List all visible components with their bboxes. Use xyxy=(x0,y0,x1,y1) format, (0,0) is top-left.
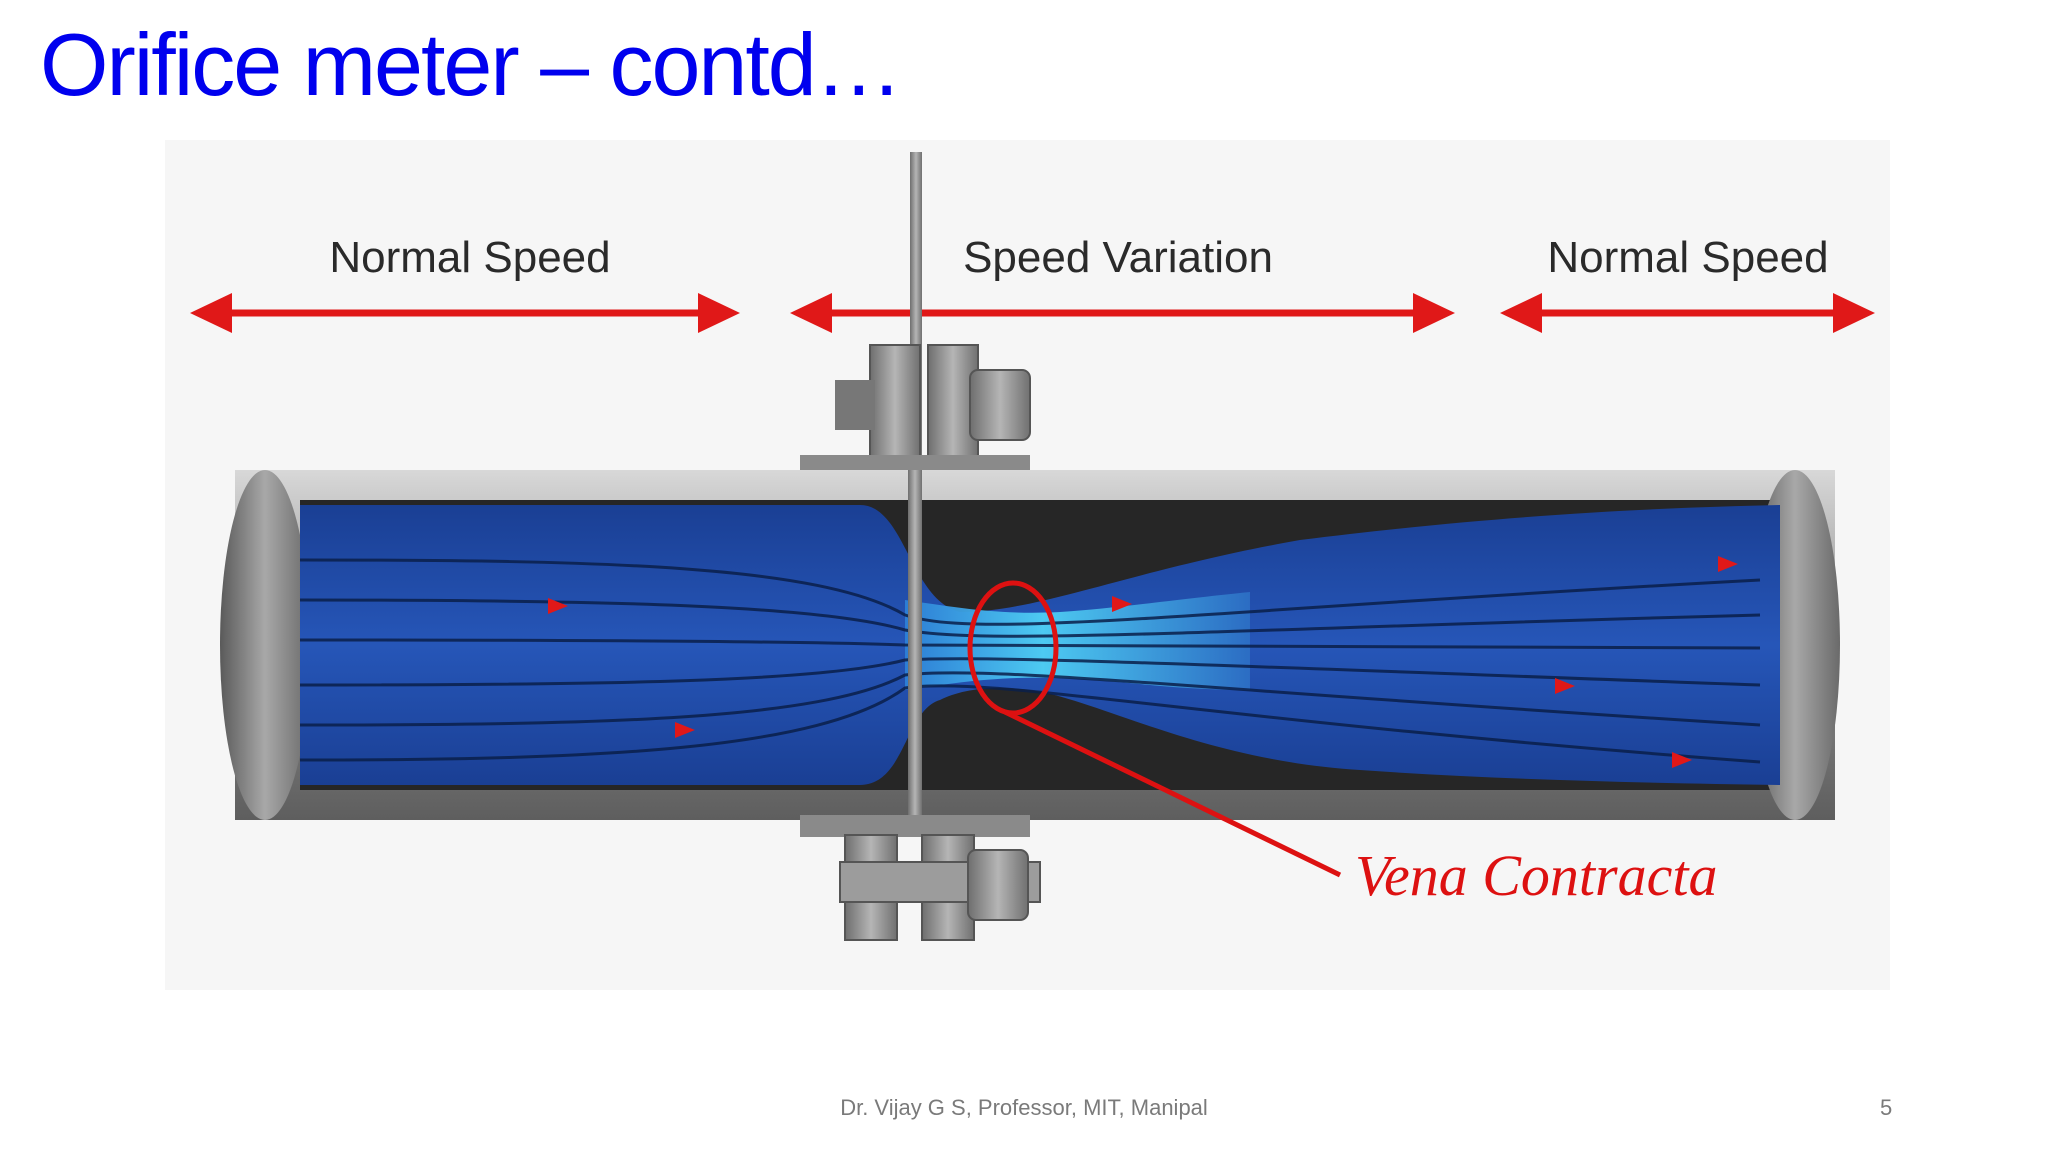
slide-page-number: 5 xyxy=(1880,1095,1893,1120)
orifice-plate xyxy=(908,470,922,820)
vena-contracta-circle xyxy=(967,580,1059,716)
slide-footer: Dr. Vijay G S, Professor, MIT, Manipal xyxy=(840,1095,1208,1120)
vena-contracta-leader xyxy=(1003,709,1342,878)
label-normal-speed-left: Normal Speed xyxy=(329,233,610,282)
flow-direction-markers xyxy=(548,556,1738,768)
bottom-flange xyxy=(800,815,1041,941)
label-speed-variation: Speed Variation xyxy=(963,233,1273,282)
arrow-normal-speed-left xyxy=(190,293,740,333)
pipe-left-end xyxy=(220,470,310,820)
arrow-normal-speed-right xyxy=(1500,293,1875,333)
label-normal-speed-right: Normal Speed xyxy=(1547,233,1828,282)
slide-title: Orifice meter – contd… xyxy=(40,15,903,114)
label-vena-contracta: Vena Contracta xyxy=(1355,843,1717,908)
